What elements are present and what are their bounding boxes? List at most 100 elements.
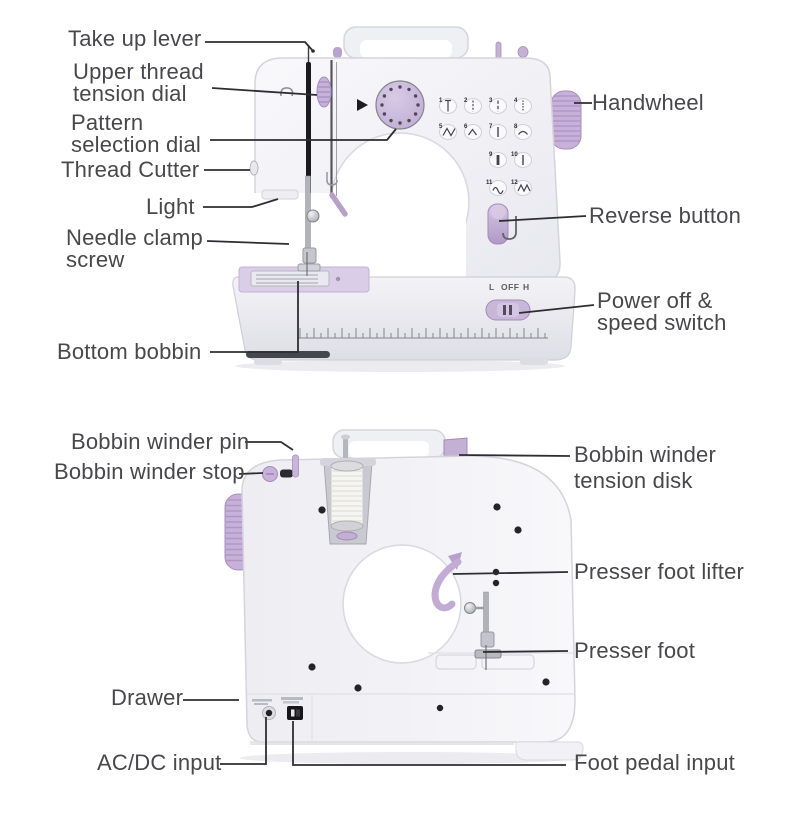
foot-pedal-port bbox=[287, 706, 303, 720]
leader-upper-thread-tension-dial bbox=[211, 87, 318, 96]
front-view-illustration: 1 2 3 4 5 6 7 8 9 10 11 12 bbox=[203, 26, 595, 372]
handwheel bbox=[550, 90, 582, 150]
back-shadow bbox=[240, 752, 580, 764]
stitch-button: 1 bbox=[439, 98, 457, 114]
stitch-button: 3 bbox=[489, 98, 507, 114]
sewing-light-housing bbox=[261, 189, 299, 200]
svg-text:L: L bbox=[489, 282, 494, 292]
drawer-seams bbox=[247, 693, 574, 740]
thread-cutter-part bbox=[249, 160, 259, 176]
stitch-button: 5 bbox=[439, 124, 457, 140]
stitch-button: 8 bbox=[514, 124, 532, 140]
label-reverse-button: Reverse button bbox=[589, 203, 741, 228]
reverse-stitch-icon bbox=[502, 216, 517, 240]
leader-foot-pedal-input bbox=[292, 721, 566, 766]
label-handwheel: Handwheel bbox=[592, 90, 704, 115]
front-shadow bbox=[235, 360, 565, 372]
svg-text:10: 10 bbox=[511, 152, 518, 158]
leader-bobbin-winder-pin bbox=[245, 441, 294, 451]
label-presser-foot-lifter: Presser foot lifter bbox=[574, 559, 745, 584]
thread-spool-assembly bbox=[320, 434, 376, 545]
needle-assembly-front bbox=[261, 175, 348, 276]
svg-text:3: 3 bbox=[489, 98, 493, 104]
svg-text:1: 1 bbox=[439, 98, 443, 104]
label-needle-clamp-screw: Needle clamp screw bbox=[66, 225, 203, 272]
label-bobbin-winder-tension-disk: Bobbin winder tension disk bbox=[574, 442, 717, 493]
carry-handle-back bbox=[332, 429, 446, 459]
port-print-marks bbox=[252, 697, 303, 705]
leader-reverse-button bbox=[498, 215, 587, 222]
stitch-pattern-buttons: 1 2 3 4 5 6 7 8 9 10 11 12 bbox=[439, 98, 532, 196]
stitch-button: 2 bbox=[464, 98, 482, 114]
label-foot-pedal-input: Foot pedal input bbox=[574, 750, 735, 775]
svg-text:9: 9 bbox=[489, 152, 493, 158]
leader-ac-dc-input bbox=[220, 717, 267, 765]
label-thread-cutter: Thread Cutter bbox=[61, 157, 200, 182]
label-upper-thread-tension-dial: Upper thread tension dial bbox=[73, 59, 204, 106]
leader-power-switch bbox=[518, 304, 595, 314]
leader-pattern-selection-dial bbox=[210, 128, 397, 141]
power-switch-markings: L OFF H bbox=[489, 282, 529, 292]
take-up-lever-slot bbox=[306, 62, 311, 194]
presser-lifter-front bbox=[329, 192, 348, 217]
label-power-off-speed-switch: Power off & speed switch bbox=[597, 288, 727, 335]
presser-foot-lifter-part bbox=[431, 552, 462, 612]
leader-bottom-bobbin bbox=[210, 281, 299, 353]
label-pattern-selection-dial: Pattern selection dial bbox=[71, 110, 201, 157]
bobbin-winder-parts bbox=[262, 454, 299, 482]
svg-text:OFF: OFF bbox=[501, 282, 520, 292]
leader-light bbox=[203, 198, 279, 208]
svg-text:H: H bbox=[523, 282, 529, 292]
stitch-button: 4 bbox=[514, 98, 532, 114]
label-ac-dc-input: AC/DC input bbox=[97, 750, 222, 775]
machine-foot bbox=[515, 741, 584, 761]
stitch-button: 7 bbox=[489, 124, 507, 140]
label-bottom-bobbin: Bottom bobbin bbox=[57, 339, 202, 364]
machine-base: L OFF H bbox=[232, 266, 576, 365]
spool-pin-folded bbox=[495, 41, 529, 60]
svg-text:5: 5 bbox=[439, 124, 443, 130]
back-body bbox=[241, 455, 576, 743]
reverse-button bbox=[487, 203, 517, 245]
leader-presser-foot-lifter bbox=[452, 571, 569, 575]
label-presser-foot: Presser foot bbox=[574, 638, 696, 663]
leader-presser-foot bbox=[482, 650, 569, 653]
bobbin-winder-pin-part bbox=[292, 454, 299, 478]
thread-hook-icon bbox=[326, 172, 338, 186]
leader-lines-back bbox=[183, 441, 571, 766]
body-screws bbox=[308, 503, 550, 712]
label-take-up-lever: Take up lever bbox=[68, 26, 202, 51]
leader-take-up-lever bbox=[205, 41, 314, 52]
svg-text:2: 2 bbox=[464, 98, 468, 104]
label-bobbin-winder-stop: Bobbin winder stop bbox=[54, 459, 245, 484]
free-arm-plates bbox=[435, 654, 535, 670]
svg-text:11: 11 bbox=[486, 180, 493, 186]
stitch-button: 12 bbox=[511, 180, 532, 196]
svg-text:6: 6 bbox=[464, 124, 468, 130]
leader-bobbin-winder-tension-disk bbox=[458, 454, 571, 457]
label-drawer: Drawer bbox=[111, 685, 184, 710]
leader-needle-clamp-screw bbox=[206, 240, 290, 245]
leader-bobbin-winder-stop bbox=[238, 472, 264, 475]
svg-text:7: 7 bbox=[489, 124, 493, 130]
stitch-button: 9 bbox=[489, 152, 507, 168]
back-view-illustration bbox=[183, 429, 584, 766]
ac-dc-jack bbox=[262, 706, 276, 720]
base-ruler bbox=[298, 328, 548, 339]
stitch-button: 6 bbox=[464, 124, 482, 140]
carry-handle bbox=[333, 26, 469, 59]
dial-pointer-icon bbox=[357, 99, 368, 111]
pattern-selection-dial bbox=[357, 80, 425, 130]
svg-text:12: 12 bbox=[511, 180, 518, 186]
label-light: Light bbox=[146, 194, 195, 219]
svg-text:8: 8 bbox=[514, 124, 518, 130]
thread-guide-icon bbox=[280, 87, 294, 97]
leader-lines-front bbox=[203, 41, 595, 353]
power-speed-switch bbox=[485, 299, 531, 321]
svg-text:4: 4 bbox=[514, 98, 518, 104]
needle-clamp-screw-part bbox=[306, 209, 320, 223]
stitch-button: 10 bbox=[511, 152, 532, 168]
label-bobbin-winder-pin: Bobbin winder pin bbox=[71, 429, 250, 454]
